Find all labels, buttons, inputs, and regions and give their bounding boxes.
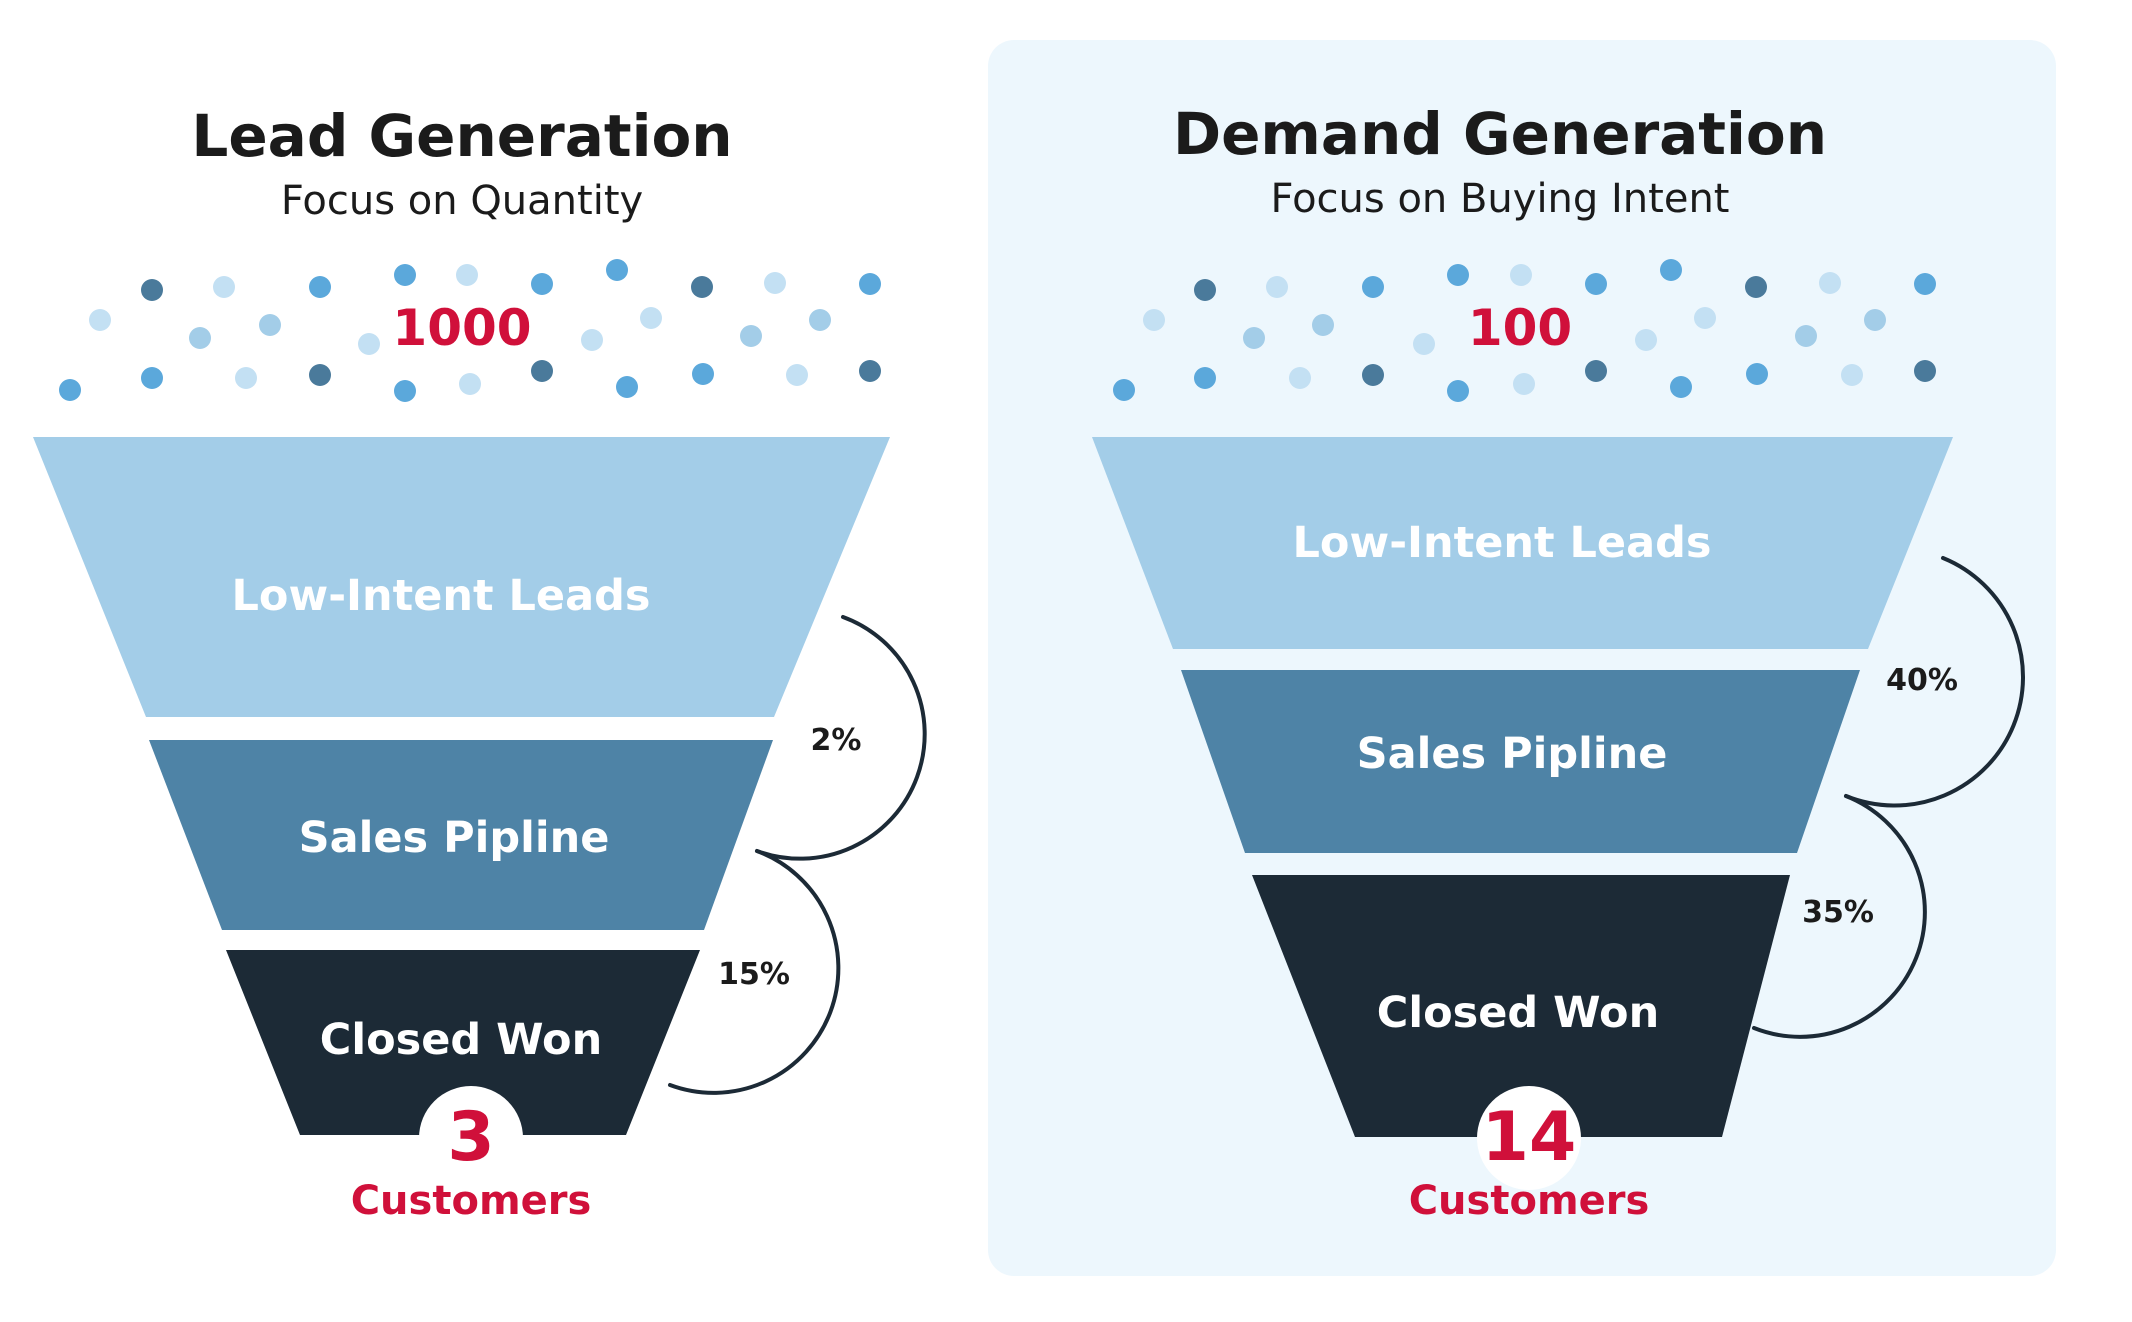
lead-dot (1113, 379, 1135, 401)
conversion-arc (1844, 556, 2025, 808)
lead-dot (1585, 360, 1607, 382)
stage-label: Closed Won (320, 1015, 602, 1065)
funnel-title: Demand Generation (1173, 100, 1827, 168)
lead-dot (1513, 373, 1535, 395)
conversion-arc (755, 615, 927, 861)
stage-sales-pipline (1181, 670, 1860, 853)
stage-label: Low-Intent Leads (232, 571, 651, 621)
lead-dot (691, 276, 713, 298)
conversion-rate: 40% (1886, 663, 1958, 698)
lead-dot (616, 376, 638, 398)
lead-dot (1510, 264, 1532, 286)
lead-dot (1670, 376, 1692, 398)
lead-dot (259, 314, 281, 336)
lead-dot (1746, 363, 1768, 385)
stage-label: Sales Pipline (299, 813, 610, 863)
lead-dot (1660, 259, 1682, 281)
lead-dot (740, 325, 762, 347)
lead-dot (764, 272, 786, 294)
lead-dot (809, 309, 831, 331)
lead-dot (59, 379, 81, 401)
lead-dot (1194, 279, 1216, 301)
lead-dot (786, 364, 808, 386)
lead-dot (692, 363, 714, 385)
conversion-rate: 35% (1802, 895, 1874, 930)
stage-label: Sales Pipline (1357, 729, 1668, 779)
stage-label: Low-Intent Leads (1293, 518, 1712, 568)
conversion-rate: 2% (811, 723, 862, 758)
lead-dot (141, 279, 163, 301)
lead-dot (1795, 325, 1817, 347)
lead-dot (859, 273, 881, 295)
lead-dot (1413, 333, 1435, 355)
result-badge (1477, 1086, 1581, 1190)
lead-dot (531, 360, 553, 382)
funnel-title: Lead Generation (191, 102, 732, 170)
conversion-rate: 15% (718, 957, 790, 992)
lead-dot (394, 380, 416, 402)
result-count: 14 (1482, 1098, 1577, 1177)
lead-dots (59, 259, 881, 402)
lead-dot (358, 333, 380, 355)
lead-dot (1914, 273, 1936, 295)
result-count: 3 (447, 1098, 494, 1177)
lead-dot (141, 367, 163, 389)
lead-dot (394, 264, 416, 286)
funnel-subtitle: Focus on Quantity (281, 178, 643, 224)
result-badge (419, 1086, 523, 1190)
lead-dot (1635, 329, 1657, 351)
lead-dot (859, 360, 881, 382)
lead-dot (1266, 276, 1288, 298)
lead-dot (531, 273, 553, 295)
lead-dot (1819, 272, 1841, 294)
lead-dot (581, 329, 603, 351)
result-label: Customers (1409, 1178, 1650, 1224)
stage-low-intent-leads (33, 437, 890, 717)
stage-closed-won (1252, 875, 1790, 1137)
lead-dot (1447, 380, 1469, 402)
lead-dots (1113, 259, 1936, 402)
lead-dot (1864, 309, 1886, 331)
lead-dot (456, 264, 478, 286)
stage-sales-pipline (149, 740, 773, 930)
lead-dot (213, 276, 235, 298)
lead-dot (1312, 314, 1334, 336)
conversion-arc (1752, 794, 1927, 1039)
lead-dot (1243, 327, 1265, 349)
result-label: Customers (351, 1178, 592, 1224)
stage-label: Closed Won (1377, 988, 1659, 1038)
top-count: 100 (1468, 299, 1572, 357)
lead-dot (606, 259, 628, 281)
lead-dot (1745, 276, 1767, 298)
lead-dot (1914, 360, 1936, 382)
demand-generation-funnel: Demand Generation Focus on Buying Intent (1092, 100, 2025, 1224)
top-count: 1000 (392, 299, 531, 357)
lead-dot (309, 364, 331, 386)
lead-dot (1362, 364, 1384, 386)
lead-dot (309, 276, 331, 298)
lead-dot (189, 327, 211, 349)
stage-closed-won (226, 950, 700, 1135)
lead-dot (640, 307, 662, 329)
lead-dot (1694, 307, 1716, 329)
lead-dot (459, 373, 481, 395)
stage-low-intent-leads (1092, 437, 1953, 649)
demand-generation-panel (988, 40, 2056, 1276)
lead-dot (1447, 264, 1469, 286)
lead-generation-funnel: Lead Generation Focus on Quantity (33, 102, 927, 1224)
lead-dot (1143, 309, 1165, 331)
lead-dot (1362, 276, 1384, 298)
lead-dot (1289, 367, 1311, 389)
lead-dot (1841, 364, 1863, 386)
lead-dot (1585, 273, 1607, 295)
conversion-arc (668, 849, 841, 1095)
lead-dot (235, 367, 257, 389)
funnel-subtitle: Focus on Buying Intent (1270, 176, 1729, 222)
lead-dot (89, 309, 111, 331)
lead-dot (1194, 367, 1216, 389)
